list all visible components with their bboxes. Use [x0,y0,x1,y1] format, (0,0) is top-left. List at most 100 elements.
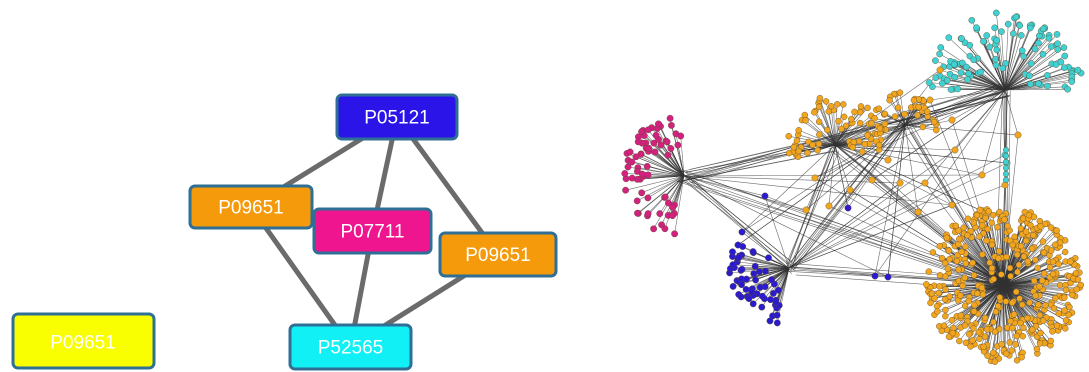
network-node [1064,85,1071,93]
network-node [990,318,997,326]
network-node [983,32,991,39]
network-edge [678,180,998,284]
single-node[interactable]: P09651 [11,312,156,370]
network-node [834,101,841,108]
network-edge [834,118,852,146]
network-node [1017,225,1025,232]
network-edge [681,178,796,269]
network-node [953,257,961,265]
network-node [975,329,983,336]
network-edge [970,231,1004,286]
network-edge [640,154,685,177]
network-node [1022,228,1030,235]
network-node [1012,341,1019,348]
network-node [1024,314,1031,322]
network-node [958,248,965,256]
network-node [1069,291,1076,299]
network-edge [834,104,838,146]
network-node [939,80,946,87]
network-edge [834,144,919,213]
network-edge [834,122,872,146]
network-node [980,343,987,350]
network-node [942,286,949,293]
network-node [1006,339,1013,346]
network-node [974,290,981,297]
single-node-box [11,312,156,370]
network-edge [668,175,685,204]
network-node [964,232,971,239]
magenta-cluster [621,114,685,238]
network-node [945,247,953,254]
network-edge [1001,31,1006,91]
network-node [735,253,743,261]
network-node [965,70,973,77]
network-node [822,98,830,105]
network-node [864,132,871,139]
network-edge [798,134,836,146]
network-node [1026,72,1033,80]
graph-node-p52565[interactable]: P52565 [288,323,413,371]
network-node [984,352,991,359]
network-node [661,193,669,201]
network-node [946,256,953,263]
network-edge [786,269,1007,283]
network-node [1019,301,1026,308]
network-node [995,255,1002,262]
network-node [976,335,983,342]
network-node [1061,64,1068,71]
network-edge [834,122,861,146]
network-node [967,343,974,350]
network-node [991,358,999,365]
network-node [844,204,852,212]
network-node [756,283,764,291]
network-node [1002,298,1010,305]
network-node [1006,264,1014,272]
network-edge [678,181,1009,291]
network-node [773,311,781,319]
network-node [842,122,850,130]
network-node [671,230,678,238]
network-node [928,290,936,297]
network-edge [960,284,1004,316]
network-node [952,222,959,230]
network-edge [1004,35,1022,91]
network-node [932,57,939,64]
network-node [1062,286,1070,294]
network-node [770,289,777,297]
blue-cluster [726,243,790,327]
network-node [936,283,943,290]
network-node [993,46,1001,54]
network-node [979,222,986,229]
network-node [1047,224,1055,231]
network-edge [874,89,1006,277]
network-node [970,272,978,279]
network-node [980,38,987,45]
network-edge [807,144,836,154]
network-node [868,176,876,184]
network-node [942,273,949,280]
network-edge [904,124,937,126]
network-node [875,105,882,112]
network-node [982,214,989,222]
network-node [1045,34,1053,42]
network-node [976,206,984,214]
network-node [964,76,971,83]
network-node [993,9,1000,17]
network-node [931,295,938,302]
network-node [1060,44,1068,51]
graph-node-p09651[interactable]: P09651 [188,184,314,230]
orange-cluster-2 [871,89,940,138]
network-node [945,34,953,41]
network-node [989,211,997,219]
graph-node-p07711[interactable]: P07711 [312,207,433,255]
graph-node-p05121[interactable]: P05121 [335,93,459,141]
graph-node-p09651[interactable]: P09651 [438,231,558,278]
network-node [963,63,970,71]
network-node [1028,245,1036,252]
network-edge [637,175,685,214]
network-node [1051,241,1059,249]
network-edge [1004,27,1031,91]
network-node [931,118,938,126]
network-edge [794,263,1006,281]
